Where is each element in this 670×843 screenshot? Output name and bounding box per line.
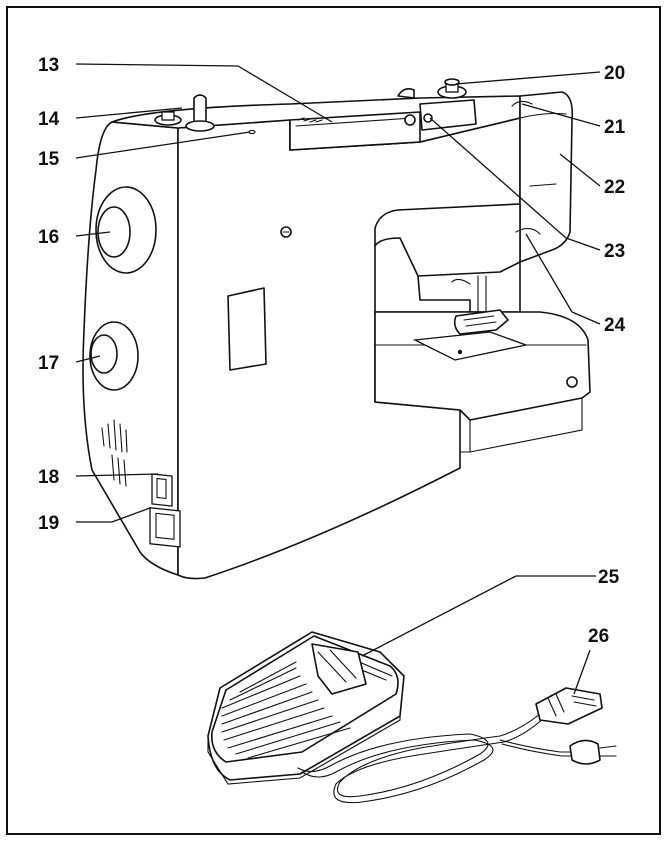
callout-26: 26 — [588, 626, 609, 647]
vent-slots — [101, 419, 128, 487]
thread-take-up — [419, 99, 477, 131]
callout-24: 24 — [604, 315, 626, 336]
callout-20: 20 — [604, 63, 625, 84]
machine-plug — [535, 687, 603, 725]
needle-plate — [412, 331, 529, 361]
callout-22: 22 — [604, 177, 625, 198]
machine-opening — [374, 237, 471, 313]
callout-16: 16 — [38, 227, 59, 248]
callout-23: 23 — [604, 241, 625, 262]
presser-foot — [453, 309, 509, 335]
callout-14: 14 — [38, 109, 60, 130]
pedal-grooves — [221, 645, 393, 759]
thread-guide — [515, 227, 541, 235]
sewing-machine — [82, 78, 591, 580]
power-socket — [149, 507, 181, 548]
pedal-logo-block — [311, 643, 367, 695]
callout-numbers: 13 14 15 16 17 18 19 20 21 22 23 24 25 2… — [38, 55, 626, 647]
foot-controller — [207, 631, 617, 804]
callout-18: 18 — [38, 467, 59, 488]
top-cover — [289, 111, 421, 151]
front-panel — [227, 287, 267, 371]
leader-lines — [75, 63, 601, 695]
callout-19: 19 — [38, 513, 59, 534]
callout-13: 13 — [38, 55, 59, 76]
callout-15: 15 — [38, 149, 60, 170]
machine-head — [519, 91, 574, 263]
spool-pin — [193, 94, 207, 127]
wall-plug — [569, 739, 601, 765]
callout-25: 25 — [598, 567, 620, 588]
callout-17: 17 — [38, 353, 59, 374]
callout-21: 21 — [604, 117, 626, 138]
